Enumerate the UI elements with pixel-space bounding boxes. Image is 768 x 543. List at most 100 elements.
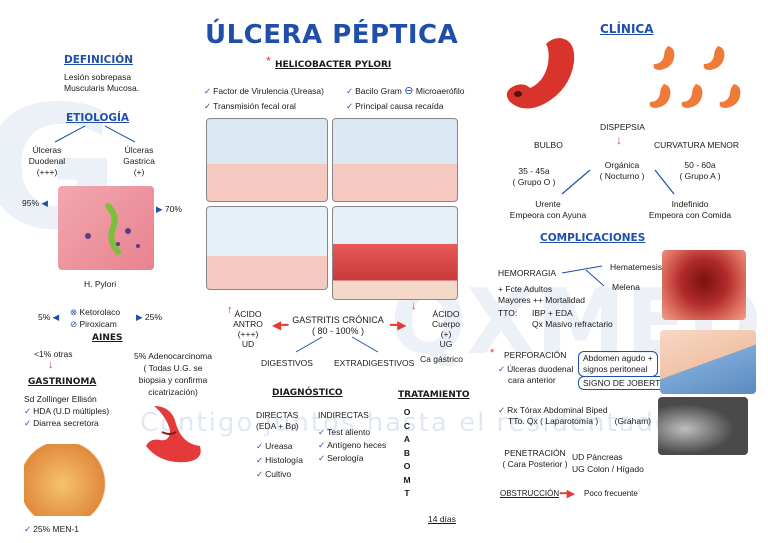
- definicion-line: Lesión sobrepasa: [64, 72, 132, 82]
- age-text: 35 - 45a: [518, 166, 550, 176]
- otras-label: <1% otras: [34, 349, 73, 359]
- perf-text: cara anterior: [508, 375, 556, 385]
- perf-text: Úlceras duodenal: [507, 364, 574, 374]
- dispepsia-label: DISPEPSIA: [600, 122, 645, 132]
- definicion-text: Lesión sobrepasa Muscularis Mucosa.: [64, 72, 139, 94]
- indirectas-item: Serología: [318, 452, 386, 465]
- drug-item: ⊘ Piroxicam: [70, 319, 117, 329]
- extradigestivos-label: EXTRADIGESTIVOS: [334, 358, 415, 368]
- bulbo-age: 35 - 45a ( Grupo O ): [504, 166, 564, 188]
- directas-item: Histología: [256, 453, 303, 467]
- dispepsia-arrow: ↓: [616, 133, 622, 147]
- indirectas-list: Test aliento Antígeno heces Serología: [318, 426, 386, 465]
- aines-pct-25: ▶ 25%: [136, 312, 162, 322]
- rx-line: Rx Tórax Abdominal Biped: [498, 405, 608, 416]
- directas-text: DIRECTAS: [256, 410, 299, 420]
- curvatura-label: CURVATURA MENOR: [654, 140, 740, 150]
- directas-item-text: Histología: [265, 455, 303, 465]
- endoscopy-image: [662, 250, 746, 320]
- age-text: 50 - 60a: [684, 160, 716, 170]
- down-arrow-cuerpo: ↓: [411, 300, 417, 312]
- acido-cuerpo: ÁCIDO Cuerpo (+) UG: [422, 309, 470, 349]
- tto-letter: O: [403, 407, 411, 417]
- pct-text: 5%: [38, 312, 51, 322]
- pct-70: ▶ 70%: [156, 204, 182, 214]
- tto-qx-text: TTo. Qx ( Laparotomía ): [508, 416, 599, 426]
- hpylori-item: Transmisión fecal oral: [204, 99, 324, 114]
- gastritis-text: GASTRITIS CRÓNICA: [292, 315, 384, 325]
- pct-text: 70%: [164, 204, 182, 214]
- up-arrow-antro: ↑: [227, 304, 233, 316]
- rx-text: Rx Tórax Abdominal Biped: [507, 405, 608, 415]
- tto-letter: C: [403, 420, 411, 431]
- acido-text: UD: [241, 339, 255, 349]
- indirectas-item: Antígeno heces: [318, 439, 386, 452]
- obstruccion-arrow: ━▶: [560, 488, 576, 500]
- acido-text: ÁCIDO: [432, 309, 460, 319]
- etiologia-text: Duodenal: [28, 156, 66, 166]
- directas-item-text: Ureasa: [265, 441, 293, 451]
- age-text: ( Grupo A ): [679, 171, 721, 181]
- rx-item: Rx Tórax Abdominal Biped: [498, 405, 608, 415]
- digestivos-label: DIGESTIVOS: [261, 358, 313, 368]
- clinica-heading: CLÍNICA: [600, 22, 654, 36]
- organica-text: Orgánica: [604, 160, 640, 170]
- indirectas-item-text: Test aliento: [327, 427, 371, 437]
- acido-antro: ÁCIDO ANTRO (+++) UD: [224, 309, 272, 349]
- indefinido-label: Indefinido Empeora con Comida: [640, 199, 740, 221]
- hpylori-col1: Factor de Virulencia (Ureasa) Transmisió…: [204, 84, 324, 114]
- directas-list: Ureasa Histología Cultivo: [256, 439, 303, 481]
- microaerofilo-text: Microaerófilo: [415, 86, 465, 96]
- directas-item: Ureasa: [256, 439, 303, 453]
- indirectas-item-text: Serología: [327, 453, 364, 463]
- diagnostico-heading: DIAGNÓSTICO: [272, 388, 343, 398]
- dias-label: 14 días: [428, 514, 456, 524]
- hpylori-col2: Bacilo Gram ⊖ Microaerófilo Principal ca…: [346, 84, 465, 114]
- obstruccion-label: OBSTRUCCIÓN: [500, 489, 560, 498]
- etiologia-text: Gastrica: [123, 156, 155, 166]
- gastrinoma-item: Diarrea secretora: [24, 417, 109, 429]
- definicion-line: Muscularis Mucosa.: [64, 83, 140, 93]
- perforacion-notes: Úlceras duodenal cara anterior: [498, 364, 573, 386]
- asterisk-icon: *: [266, 54, 271, 68]
- tto-letter: O: [403, 461, 411, 471]
- urente-text: Empeora con Ayuna: [509, 210, 587, 220]
- etiologia-text: Úlceras: [124, 145, 154, 155]
- drug-name: Piroxicam: [79, 319, 117, 329]
- gastrinoma-heading: GASTRINOMA: [28, 377, 97, 387]
- watermark-text: Contigo juntos hasta el residentado: [140, 408, 673, 438]
- directas-title: DIRECTAS (EDA + Bp): [256, 410, 299, 432]
- hem-text: + Fcte Adultos: [498, 284, 553, 294]
- drug-item: ⊗ Ketorolaco: [70, 307, 121, 317]
- ud-text: UD Páncreas: [572, 452, 623, 462]
- hpylori-item: Bacilo Gram ⊖ Microaerófilo: [346, 84, 465, 99]
- gastrinoma-item: HDA (U.D múltiples): [24, 405, 109, 417]
- indefinido-text: Indefinido: [671, 199, 709, 209]
- pct-95: 95% ◀: [22, 198, 48, 208]
- acido-text: ÁCIDO: [234, 309, 262, 319]
- stomach-illustration: [498, 36, 588, 116]
- hpylori-item-text: Bacilo Gram: [355, 86, 402, 96]
- tto-text: IBP + EDA: [532, 308, 573, 318]
- adeno-text: biopsia y confirma: [138, 375, 208, 385]
- urente-label: Urente Empeora con Ayuna: [500, 199, 596, 221]
- mucosa-panel-4: [332, 206, 458, 300]
- abdomen-text: Abdomen agudo +: [583, 353, 653, 363]
- drug-name: Ketorolaco: [79, 307, 121, 317]
- acido-text: Cuerpo: [432, 319, 460, 329]
- definicion-heading: DEFINICIÓN: [64, 54, 133, 66]
- hemorragia-label: HEMORRAGIA: [498, 268, 557, 278]
- indirectas-item: Test aliento: [318, 426, 386, 439]
- etiologia-text: Úlceras: [32, 145, 62, 155]
- ocabomt-letters: O C A B O M T: [401, 406, 413, 501]
- complicaciones-heading: COMPLICACIONES: [540, 232, 646, 244]
- organica-text: ( Nocturno ): [599, 171, 645, 181]
- hpylori-illustration: [58, 186, 154, 270]
- ca-gastrico-label: Ca gástrico: [420, 354, 463, 364]
- etiologia-duodenal: Úlceras Duodenal (+++): [22, 145, 72, 178]
- men1-footer: 25% MEN-1: [24, 524, 79, 535]
- directas-text: (EDA + Bp): [256, 421, 299, 431]
- abdominal-exam-illustration: [660, 330, 756, 394]
- bulbo-label: BULBO: [534, 140, 563, 150]
